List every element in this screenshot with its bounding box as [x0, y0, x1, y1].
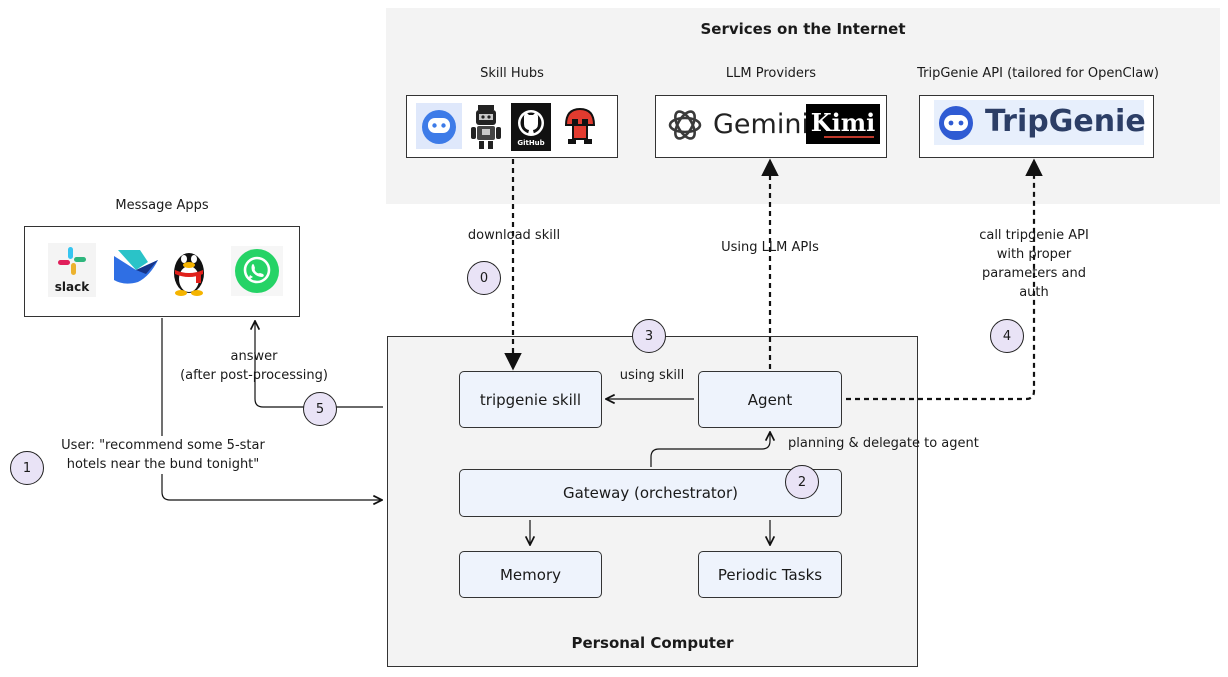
user-request-line-2: hotels near the bund tonight" [66, 457, 260, 472]
call-api-line-4: auth [1019, 285, 1049, 300]
tripgenie-logo: TripGenie [934, 100, 1146, 145]
call-api-line-1: call tripgenie API [979, 228, 1089, 243]
kimi-underline [824, 136, 874, 138]
tripgenie-logo-text: TripGenie [985, 104, 1146, 139]
planning-arrow [650, 432, 770, 467]
lark-icon [110, 246, 160, 290]
whatsapp-icon [231, 246, 283, 296]
agent-node: Agent [698, 371, 842, 428]
llm-providers-label: LLM Providers [725, 66, 817, 81]
openclaw-mascot-icon [416, 103, 462, 149]
call-api-line-2: with proper [996, 247, 1072, 262]
user-request-line-1: User: "recommend some 5-star [61, 438, 265, 453]
call-api-label: call tripgenie API with proper parameter… [963, 226, 1105, 302]
gemini-logo-text: Gemini [713, 109, 809, 140]
red-mushroom-icon [558, 103, 602, 151]
step-badge-2: 2 [785, 465, 819, 499]
message-apps-label: Message Apps [115, 198, 209, 213]
internet-title: Services on the Internet [700, 20, 906, 38]
github-text: GitHub [517, 139, 545, 147]
openai-icon [664, 104, 706, 146]
download-skill-label: download skill [467, 228, 561, 243]
step-badge-4: 4 [990, 319, 1024, 353]
qq-penguin-icon [166, 243, 212, 297]
call-api-line-3: parameters and [982, 266, 1086, 281]
github-icon: GitHub [511, 103, 551, 151]
using-skill-label: using skill [619, 368, 685, 383]
slack-text: slack [54, 280, 90, 294]
using-llm-label: Using LLM APIs [721, 240, 819, 255]
slack-icon: slack [48, 243, 96, 297]
step-badge-1: 1 [10, 451, 44, 485]
tripgenie-api-arrow [846, 158, 1043, 401]
planning-label: planning & delegate to agent [788, 436, 979, 451]
answer-line-2: (after post-processing) [180, 368, 328, 383]
step-badge-0: 0 [467, 261, 501, 295]
kimi-logo: Kimi [806, 104, 880, 144]
user-request-arrow [161, 318, 382, 500]
answer-label: answer (after post-processing) [164, 347, 344, 385]
user-request-label: User: "recommend some 5-star hotels near… [46, 436, 280, 474]
answer-line-1: answer [230, 349, 278, 364]
tripgenie-api-label: TripGenie API (tailored for OpenClaw) [917, 66, 1159, 81]
kimi-logo-text: Kimi [810, 108, 876, 137]
pc-title: Personal Computer [571, 634, 734, 652]
robot-icon [467, 103, 505, 151]
step-badge-5: 5 [303, 392, 337, 426]
tripgenie-skill-node: tripgenie skill [459, 371, 602, 428]
answer-arrow [255, 321, 383, 408]
skill-hubs-label: Skill Hubs [480, 66, 544, 81]
periodic-tasks-node: Periodic Tasks [698, 551, 842, 598]
memory-node: Memory [459, 551, 602, 598]
gateway-node: Gateway (orchestrator) [459, 469, 842, 517]
tripgenie-mascot-icon [939, 106, 973, 140]
step-badge-3: 3 [632, 319, 666, 353]
